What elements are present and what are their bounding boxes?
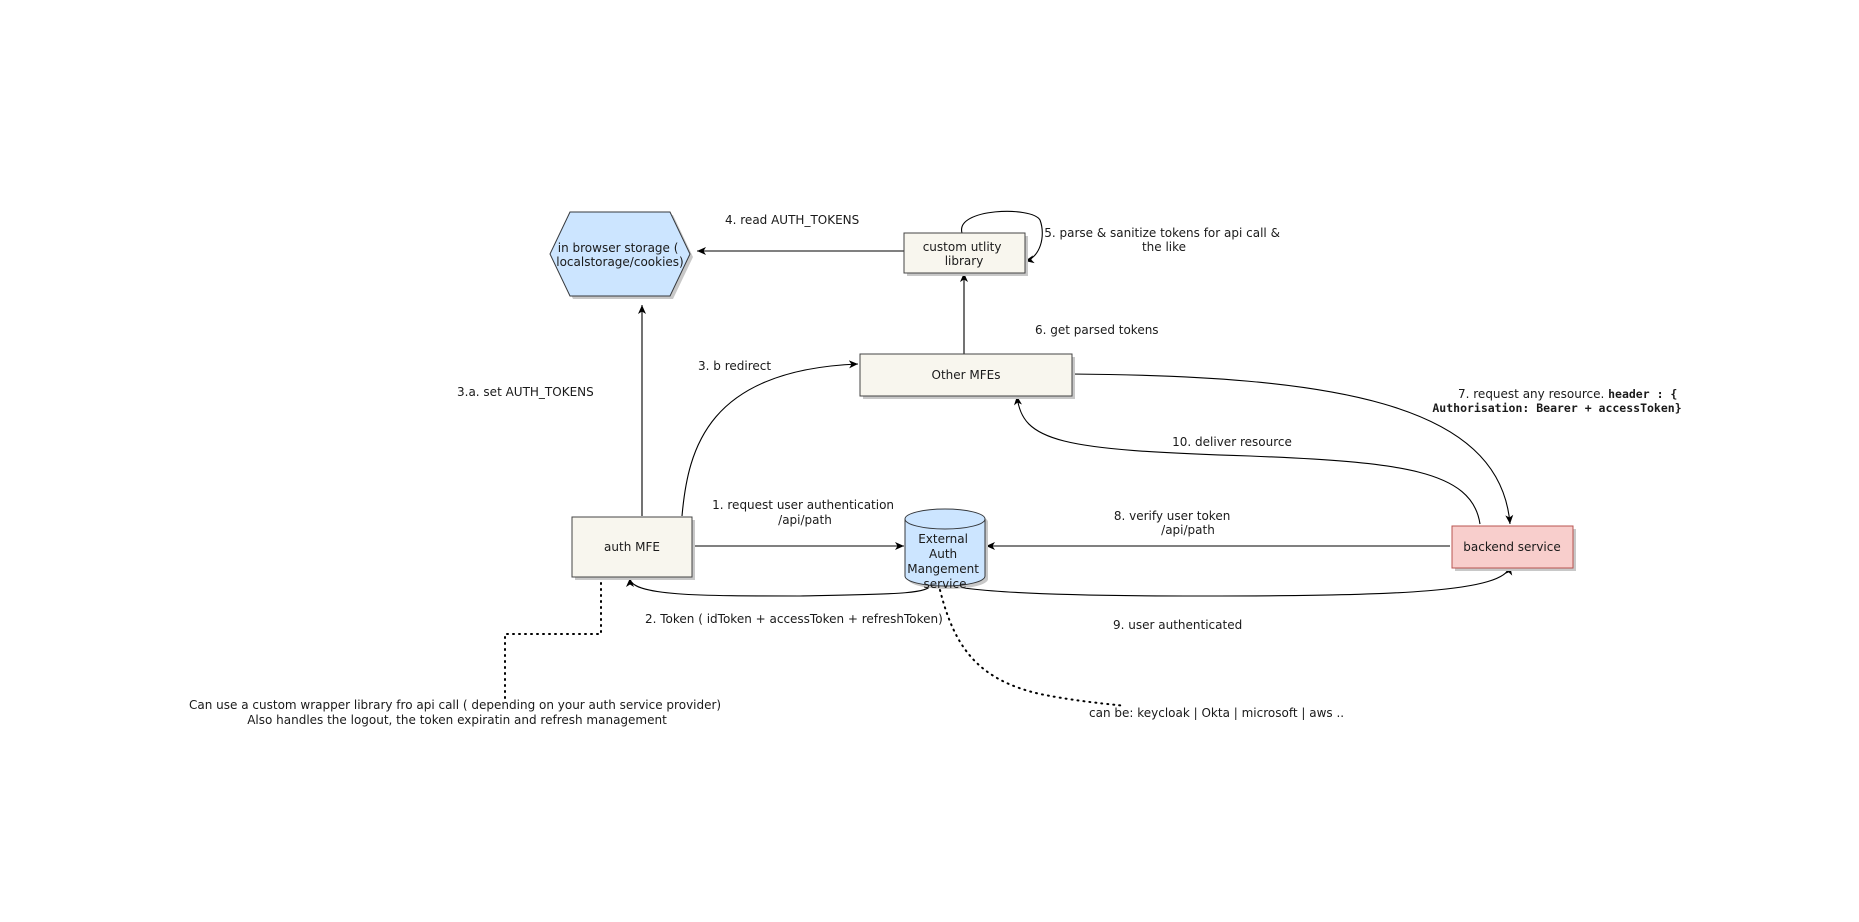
utility-library-node[interactable]: custom utlity library [903,232,1028,276]
request-auth-label-line-2: /api/path [778,513,832,527]
svg-text:in browser storage ( loc: in browser storage ( localstorage/cookie… [556,241,683,269]
get-parsed-tokens-label: 6. get parsed tokens [1035,323,1159,337]
svg-text:External Auth Mang: External Auth Mangement service [907,532,983,591]
parse-tokens-label-line-2: the like [1142,240,1186,254]
storage-shape [549,211,691,297]
storage-label-line-2: localstorage/cookies) [556,255,683,269]
backend-label: backend service [1463,540,1561,554]
providers-note-connector [939,589,1126,707]
utility-label-line-1: custom utlity [923,240,1002,254]
other-mfes-node[interactable]: Other MFEs [859,353,1075,399]
auth-service-top-rim [904,518,986,530]
storage-label-line-1: in browser storage ( [558,241,679,255]
browser-storage-node[interactable]: in browser storage ( localstorage/cookie… [549,211,693,299]
wrapper-note-connector [504,582,602,701]
svg-text:8. verify user token /ap: 8. verify user token /api/path [1114,509,1234,537]
notes: Can use a custom wrapper library fro api… [189,698,1344,727]
edge-parse-tokens-loop [961,210,1043,264]
auth-service-body [904,508,986,587]
backend-service-node[interactable]: backend service [1451,525,1576,571]
auth-service-label-line-1: External [918,532,968,546]
edge-deliver-resource [1014,395,1481,525]
edge-redirect [681,360,859,517]
read-tokens-label: 4. read AUTH_TOKENS [725,213,859,227]
request-resource-plain: 7. request any resource. [1458,387,1608,401]
edge-user-authenticated [943,565,1513,597]
other-mfes-shape [859,353,1073,397]
wrapper-note-line-2: Also handles the logout, the token expir… [247,713,667,727]
edge-token [626,577,933,597]
other-mfes-label: Other MFEs [932,368,1001,382]
backend-shape [1451,525,1574,569]
token-label: 2. Token ( idToken + accessToken + refre… [645,612,943,626]
edge-request-resource [1070,373,1514,525]
svg-text:5. parse & sanitize tokens fo: 5. parse & sanitize tokens for api call … [1044,226,1284,254]
svg-text:Can use a custom wrapper libra: Can use a custom wrapper library fro api… [189,698,725,727]
set-tokens-label: 3.a. set AUTH_TOKENS [457,385,594,399]
deliver-resource-label: 10. deliver resource [1172,435,1292,449]
svg-text:1. request user authentication: 1. request user authentication /api/path [712,498,898,527]
auth-service-label-line-3: Mangement [907,562,979,576]
verify-token-label-line-1: 8. verify user token [1114,509,1231,523]
request-resource-header: header : { [1608,387,1677,401]
edges [626,210,1514,597]
providers-note: can be: keycloak | Okta | microsoft | aw… [1089,706,1344,720]
verify-token-label-line-2: /api/path [1161,523,1215,537]
request-resource-label-line-1: 7. request any resource. header : { [1458,387,1677,401]
parse-tokens-label-line-1: 5. parse & sanitize tokens for api call … [1044,226,1280,240]
wrapper-note-line-1: Can use a custom wrapper library fro api… [189,698,721,712]
auth-mfe-label: auth MFE [604,540,660,554]
auth-mfe-shape [571,516,693,578]
auth-service-node[interactable]: External Auth Mangement service [904,508,988,591]
auth-mfe-node[interactable]: auth MFE [571,516,695,580]
utility-label-line-2: library [945,254,984,268]
edge-labels: 4. read AUTH_TOKENS 5. parse & sanitize … [457,213,1682,632]
redirect-label: 3. b redirect [698,359,771,373]
request-resource-label-line-2: Authorisation: Bearer + accessToken} [1432,401,1681,415]
svg-text:custom utlity library: custom utlity library [923,240,1006,268]
user-authenticated-label: 9. user authenticated [1113,618,1242,632]
auth-service-label-line-2: Auth [929,547,957,561]
auth-service-label-line-4: service [924,577,967,591]
utility-shape [903,232,1026,274]
request-auth-label-line-1: 1. request user authentication [712,498,894,512]
